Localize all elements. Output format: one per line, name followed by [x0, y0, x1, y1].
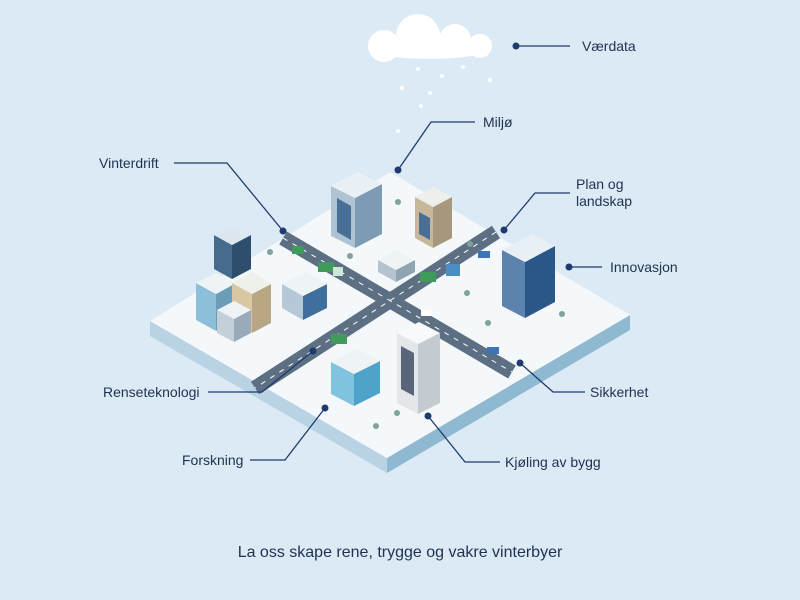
building — [282, 272, 327, 320]
label-sikkerhet: Sikkerhet — [590, 384, 649, 400]
building — [331, 172, 382, 248]
label-kjoling-av-bygg: Kjøling av bygg — [505, 454, 601, 470]
vehicles — [292, 246, 499, 354]
trees — [267, 199, 565, 429]
building — [415, 187, 452, 248]
leader-lines — [174, 45, 602, 463]
label-plan-og-landskap: Plan og landskap — [576, 176, 633, 209]
building — [502, 234, 555, 318]
building — [214, 225, 251, 279]
leader-miljo — [397, 121, 475, 171]
leader-forskning — [250, 407, 326, 461]
leader-plan-og-landskap — [503, 192, 570, 231]
buildings — [196, 172, 555, 414]
label-vaerdata: Værdata — [582, 38, 636, 54]
building — [397, 322, 440, 414]
cloud-icon — [368, 14, 492, 62]
leader-dots — [279, 42, 573, 420]
leader-sikkerhet — [519, 362, 585, 393]
building — [378, 250, 415, 282]
building — [331, 349, 380, 406]
label-vinterdrift: Vinterdrift — [99, 155, 159, 171]
building — [217, 301, 251, 342]
leader-renseteknologi — [208, 350, 314, 393]
snowflakes — [396, 65, 492, 133]
leader-vinterdrift — [174, 162, 284, 232]
label-forskning: Forskning — [182, 452, 244, 468]
road-markings — [254, 231, 513, 389]
label-renseteknologi: Renseteknologi — [103, 384, 200, 400]
caption: La oss skape rene, trygge og vakre vinte… — [237, 544, 563, 561]
leader-kjoling — [427, 415, 500, 463]
label-innovasjon: Innovasjon — [610, 259, 678, 275]
label-miljo: Miljø — [483, 114, 513, 130]
